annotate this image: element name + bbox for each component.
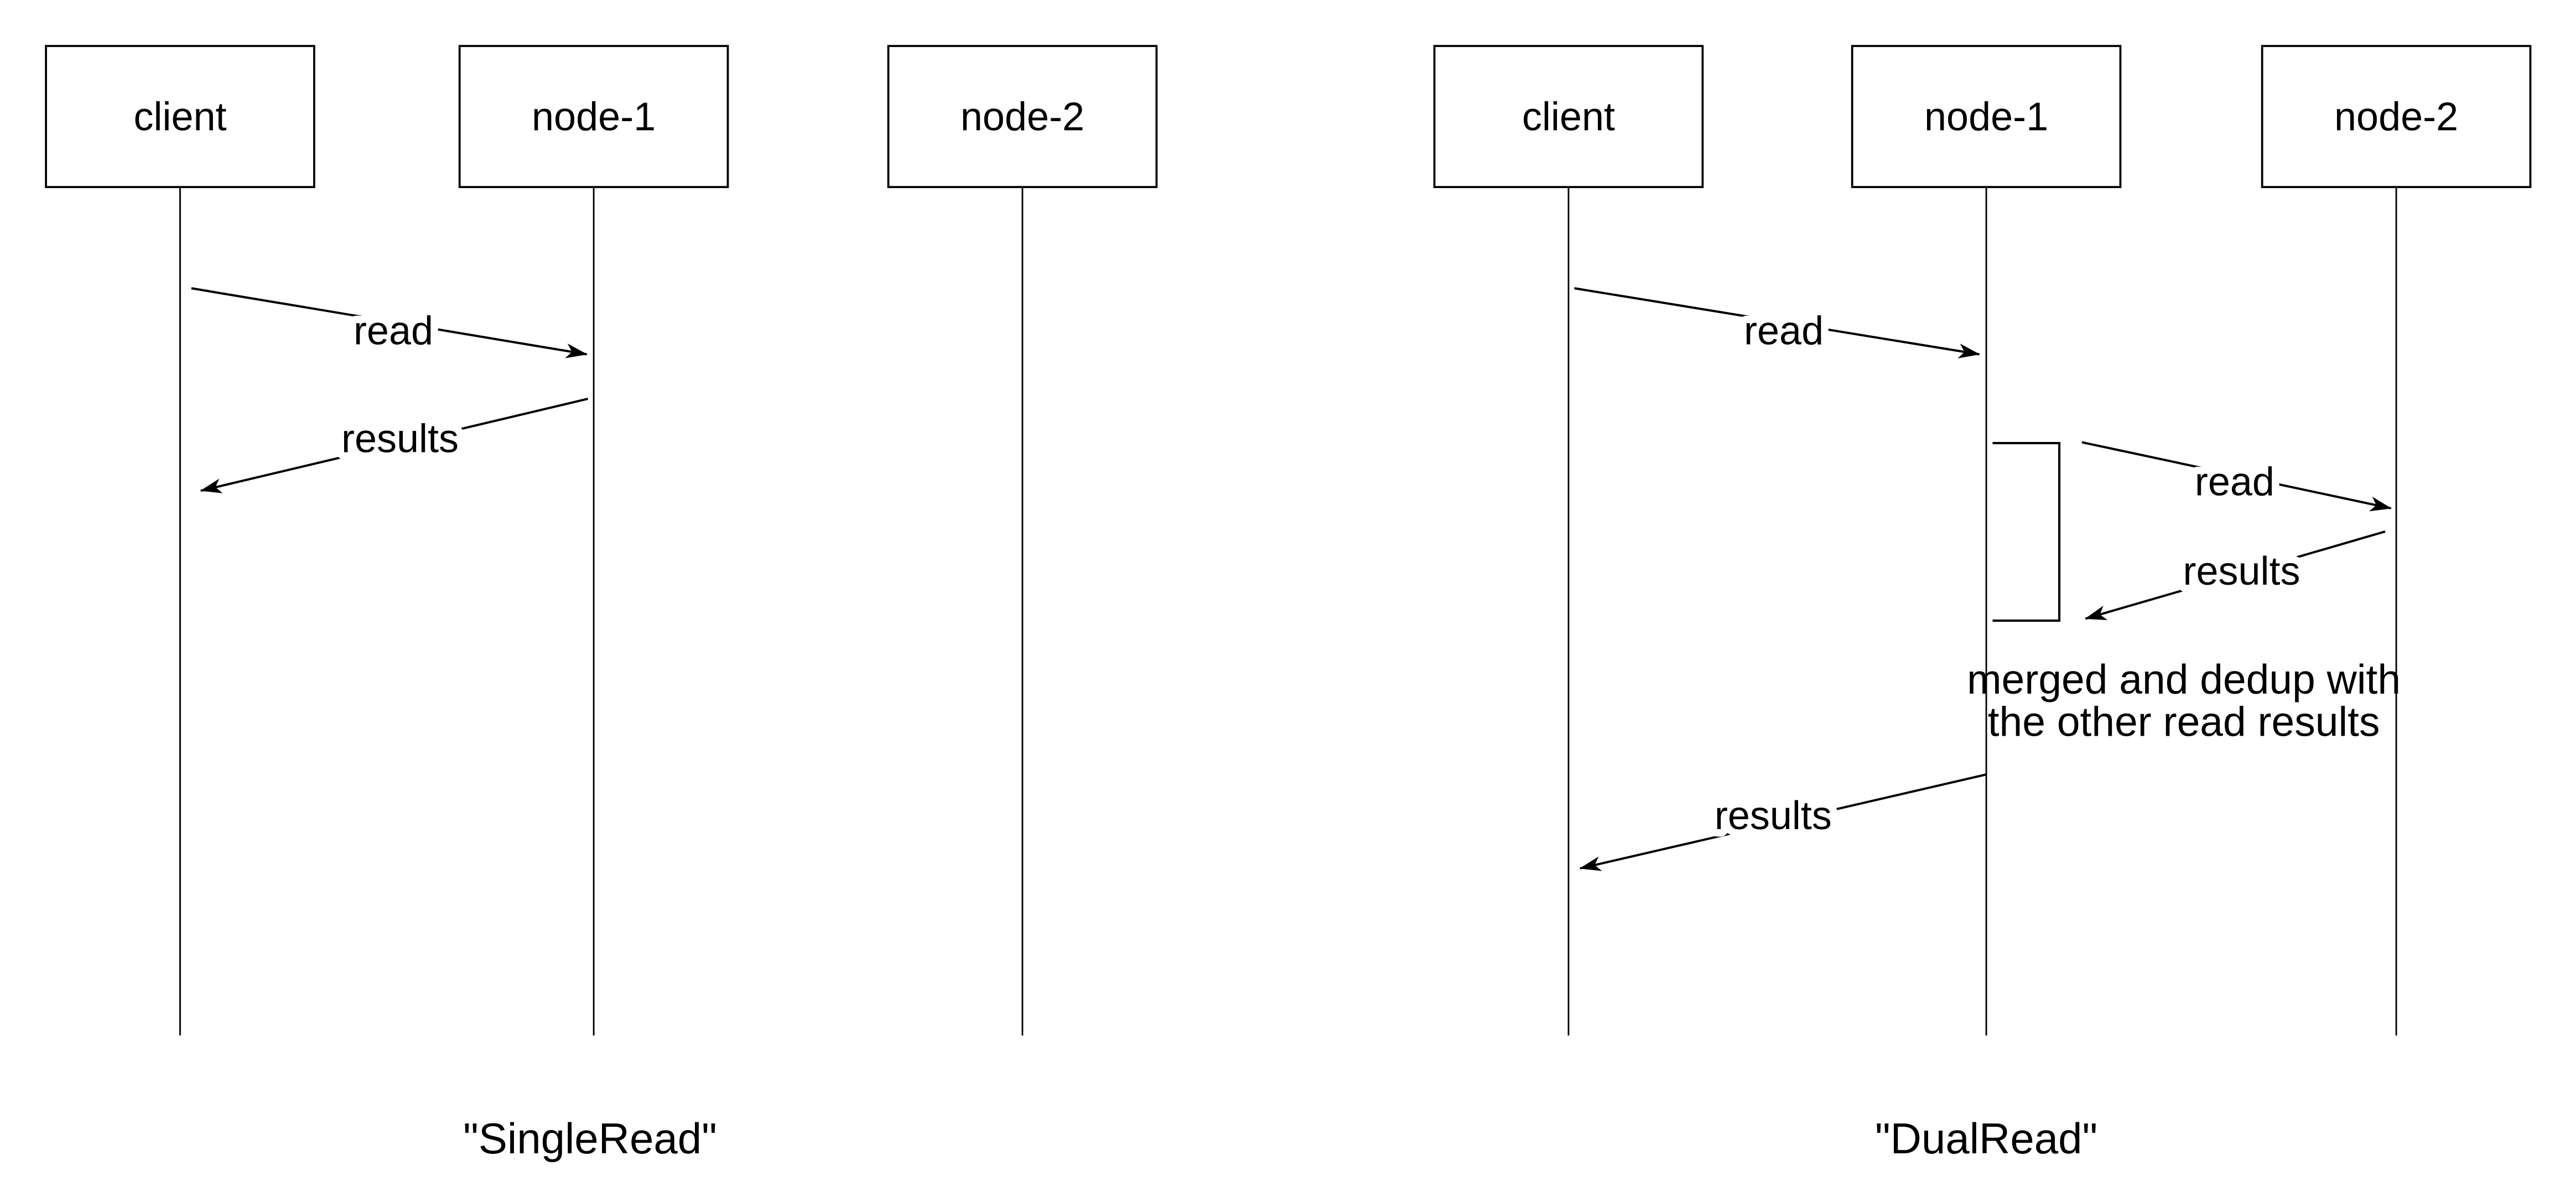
note-merged-dedup-line-1: merged and dedup with	[1967, 656, 2401, 702]
actor-box-node-1	[458, 45, 729, 189]
actor-label-node-2: node-2	[2334, 95, 2458, 139]
message-label-read: read	[354, 309, 433, 353]
actor-label-node-1: node-1	[1924, 95, 2048, 139]
activation-bracket-node-1	[1992, 442, 2061, 622]
message-arrow-read	[191, 287, 588, 358]
actor-label-node-2: node-2	[960, 95, 1084, 139]
message-arrow-read-2	[2081, 441, 2392, 512]
message-label-results: results	[341, 417, 459, 461]
actor-box-node-2	[887, 45, 1158, 189]
message-arrow-results-1	[2085, 530, 2386, 620]
message-arrow-read-1	[1574, 287, 1980, 358]
note-merged-dedup-line-2: the other read results	[1988, 699, 2380, 745]
actor-label-client: client	[1522, 95, 1615, 139]
actor-box-node-1	[1851, 45, 2122, 189]
caption-singleread: "SingleRead"	[463, 1114, 717, 1163]
actor-label-client: client	[133, 95, 226, 139]
caption-dualread: "DualRead"	[1875, 1114, 2097, 1163]
actor-box-client	[1433, 45, 1704, 189]
message-arrow-results-2	[1579, 773, 1987, 871]
message-label-results-1: results	[2183, 549, 2300, 594]
diagram-singleread: client node-1 node-2 read results "Singl…	[45, 45, 1158, 1163]
message-label-results-2: results	[1715, 794, 1832, 838]
message-label-read-2: read	[2195, 460, 2274, 504]
message-label-read-1: read	[1744, 309, 1824, 353]
actor-box-node-2	[2261, 45, 2532, 189]
diagram-dualread: client node-1 node-2 read read results m…	[1433, 45, 2532, 1163]
actor-label-node-1: node-1	[532, 95, 656, 139]
message-arrow-results	[200, 397, 589, 493]
actor-box-client	[45, 45, 315, 189]
